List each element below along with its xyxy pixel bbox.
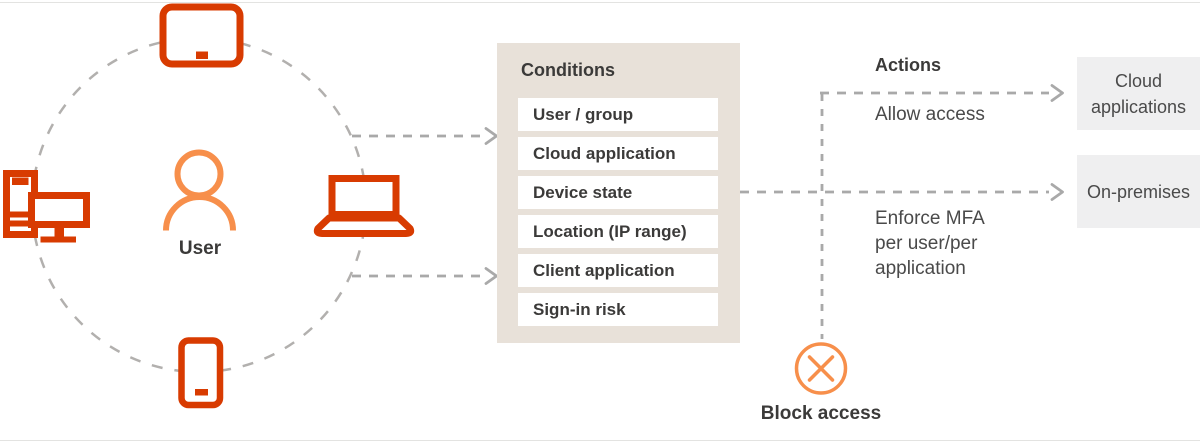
condition-row-signin-risk: Sign-in risk (518, 293, 718, 326)
allow-access-label: Allow access (875, 104, 985, 125)
on-premises-label: On-premises (1086, 181, 1191, 202)
arrow-circle-to-conditions-lower (352, 267, 498, 285)
cloud-applications-box: Cloud applications (1077, 57, 1200, 130)
block-access-icon (794, 342, 848, 395)
condition-row-location: Location (IP range) (518, 215, 718, 248)
user-label: User (178, 238, 222, 259)
arrow-circle-to-conditions-upper (352, 127, 498, 145)
arrow-branch-to-cloud-applications (820, 84, 1064, 102)
condition-row-device-state: Device state (518, 176, 718, 209)
actions-title: Actions (875, 55, 942, 75)
tablet-icon (159, 3, 244, 68)
desktop-icon (3, 170, 90, 243)
arrow-conditions-to-onpremises (740, 183, 1064, 201)
enforce-mfa-label: Enforce MFA per user/per application (875, 208, 985, 279)
on-premises-box: On-premises (1077, 155, 1200, 228)
laptop-icon (313, 175, 415, 237)
phone-icon (178, 337, 224, 409)
condition-row-client-application: Client application (518, 254, 718, 287)
condition-row-user-group: User / group (518, 98, 718, 131)
top-border-line (0, 2, 1200, 3)
person-icon (163, 149, 236, 231)
bottom-border-line (0, 440, 1200, 441)
cloud-applications-label: Cloud applications (1090, 70, 1187, 117)
conditions-title: Conditions (521, 60, 615, 80)
block-access-label: Block access (760, 403, 882, 424)
condition-row-cloud-application: Cloud application (518, 137, 718, 170)
